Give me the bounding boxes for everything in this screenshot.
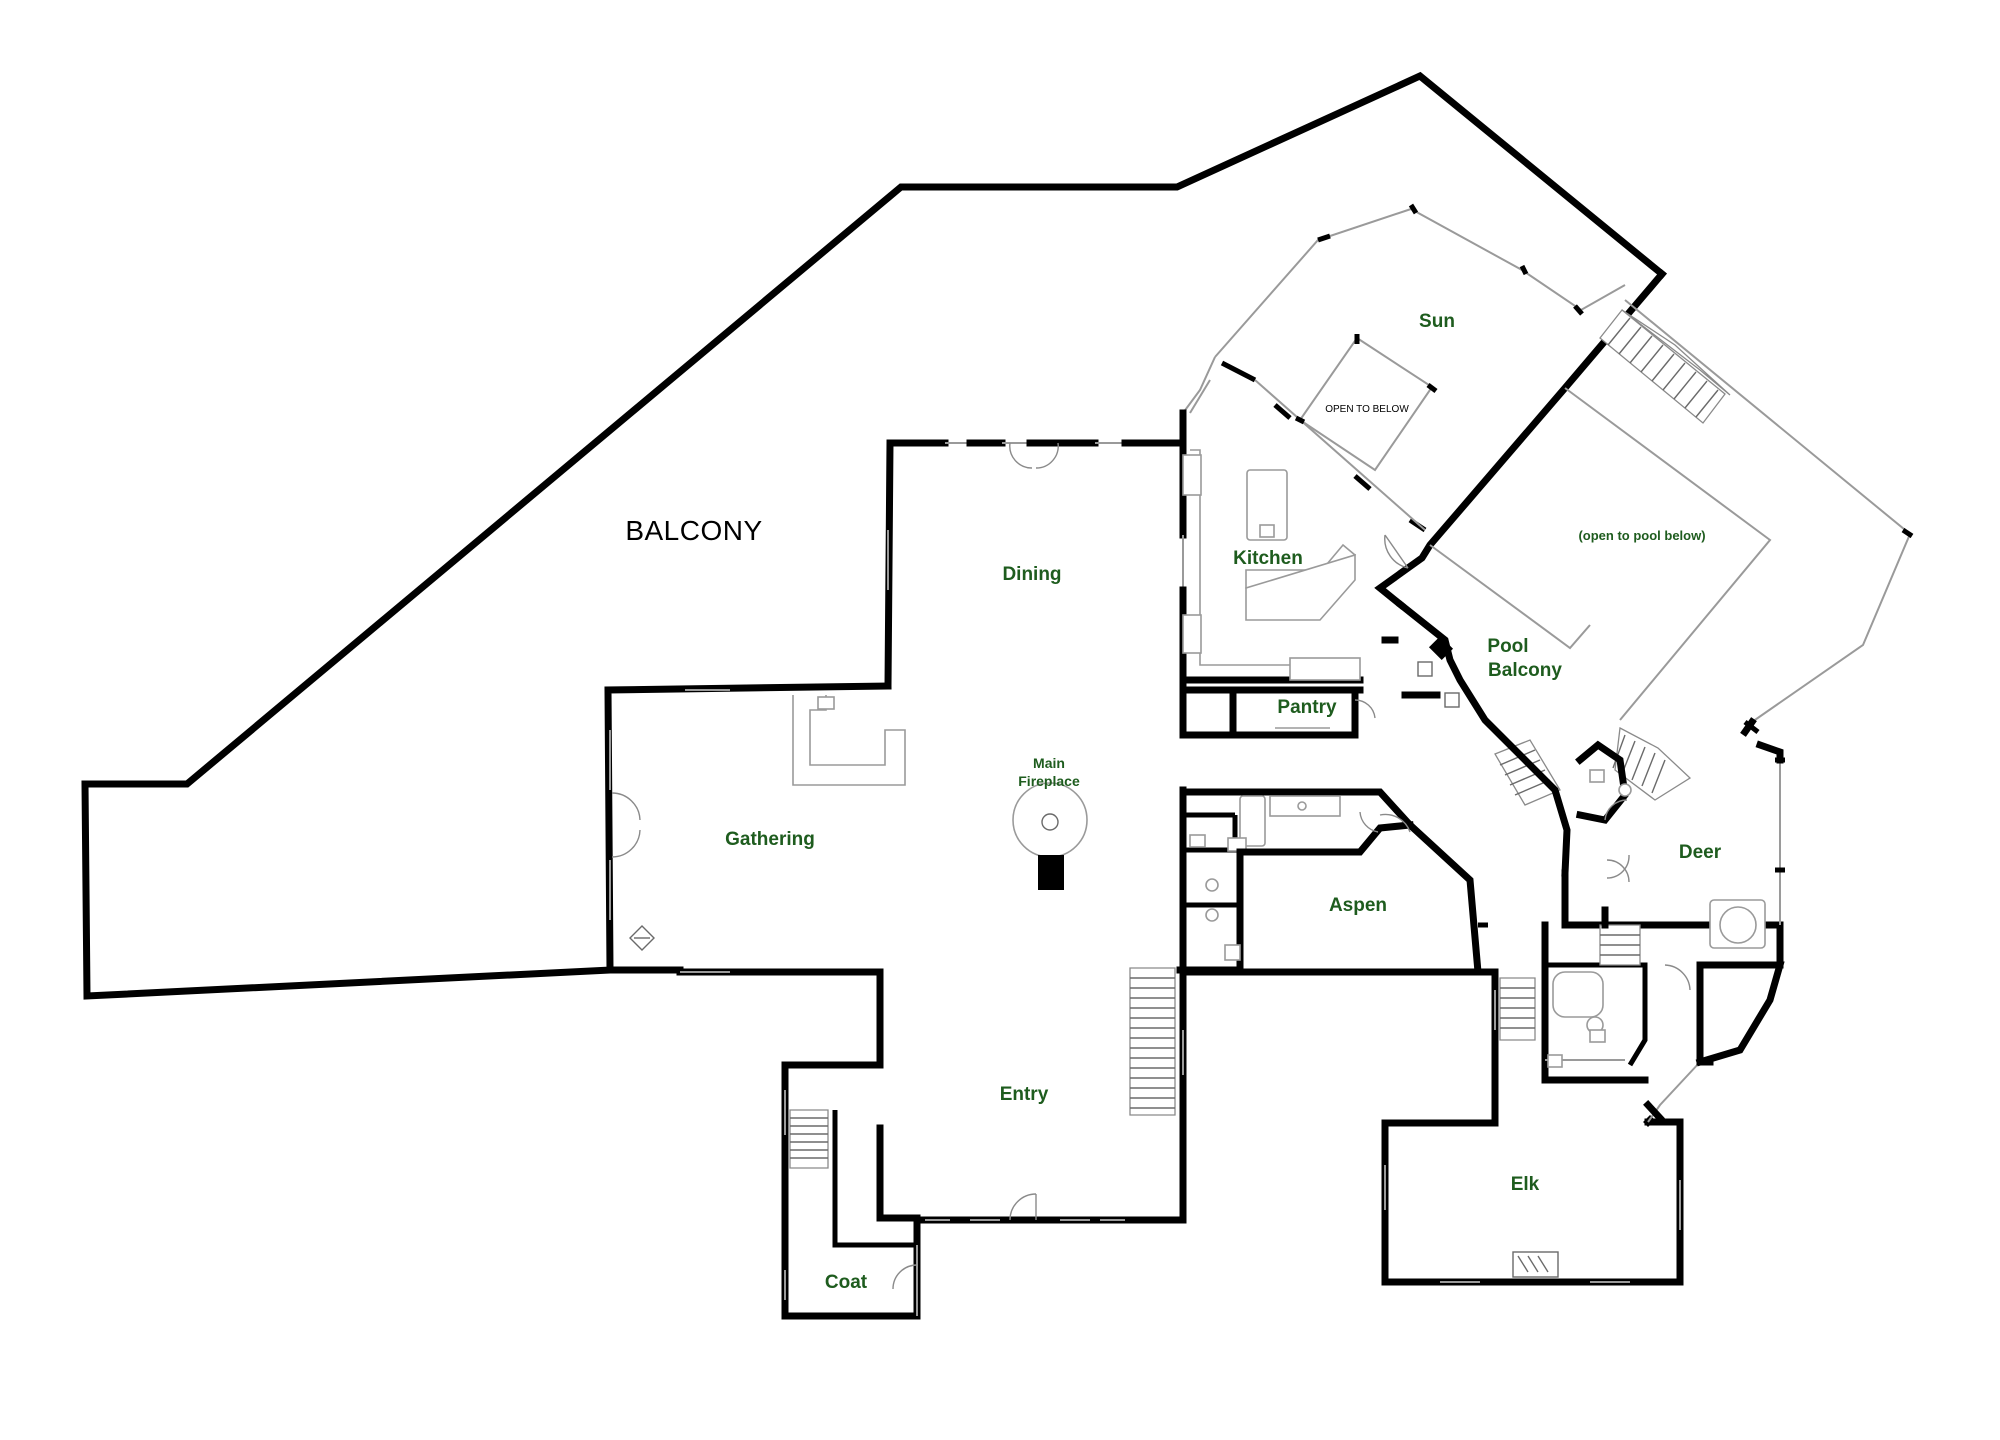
main-hall	[884, 436, 1187, 690]
pantry-label: Pantry	[1277, 697, 1337, 718]
elk-room	[1381, 1115, 1684, 1286]
aspen-room	[1236, 811, 1488, 976]
pool-balcony-label-2: Balcony	[1488, 660, 1562, 681]
gathering-room	[604, 682, 906, 974]
aspen-label: Aspen	[1329, 895, 1387, 916]
pool-divider-wall	[1374, 269, 1667, 610]
pool-area	[1429, 299, 1914, 806]
elk-corridor	[1179, 968, 1536, 1124]
kitchen-label: Kitchen	[1233, 548, 1303, 569]
main-fireplace-label-2: Fireplace	[1018, 773, 1080, 789]
balcony-outline	[81, 71, 1667, 1000]
pantry-room	[1179, 676, 1376, 739]
deer-area	[1541, 717, 1785, 1123]
pool-balcony-area	[1381, 600, 1571, 877]
gathering-label: Gathering	[725, 829, 815, 850]
sun-room	[1182, 203, 1626, 533]
sun-label: Sun	[1419, 311, 1455, 332]
coat-label: Coat	[825, 1272, 868, 1293]
main-fireplace-label-1: Main	[1033, 755, 1065, 771]
balcony-label: BALCONY	[625, 515, 762, 546]
gathering-bottom-wall	[606, 966, 884, 1069]
elk-label: Elk	[1511, 1174, 1540, 1195]
pool-balcony-label-1: Pool	[1487, 636, 1528, 657]
entry-label: Entry	[1000, 1084, 1049, 1105]
deer-label: Deer	[1679, 842, 1722, 863]
kitchen-room	[1179, 379, 1409, 684]
coat-room	[781, 1061, 921, 1320]
open-to-below-label: OPEN TO BELOW	[1325, 404, 1409, 415]
aspen-baths	[1179, 786, 1415, 974]
open-to-pool-below-label: (open to pool below)	[1578, 528, 1705, 543]
dining-label: Dining	[1002, 564, 1061, 585]
main-fireplace	[1012, 782, 1088, 890]
